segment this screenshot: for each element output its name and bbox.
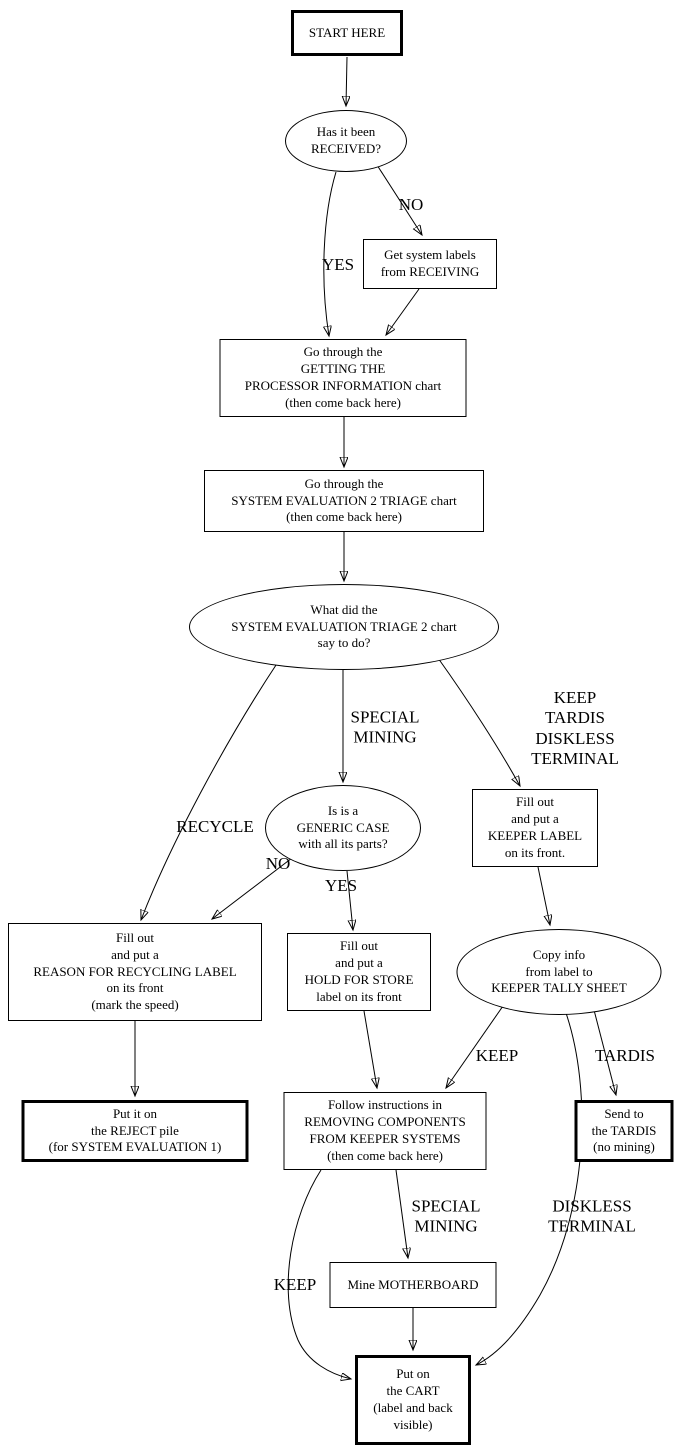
edge-label-special-mining-bottom: SPECIAL MINING xyxy=(411,1196,481,1236)
node-put-on-cart: Put on the CART (label and back visible) xyxy=(355,1355,471,1445)
node-keeper-label: Fill out and put a KEEPER LABEL on its f… xyxy=(472,789,598,867)
edge-received-to-processor-yes xyxy=(324,171,337,336)
edge-getlabels-to-processor xyxy=(386,288,420,335)
edge-label-recycle: RECYCLE xyxy=(176,816,254,836)
edge-keeper-to-tally xyxy=(537,866,550,925)
edge-label-keep-bottom: KEEP xyxy=(273,1274,317,1294)
node-send-to-tardis: Send to the TARDIS (no mining) xyxy=(574,1100,674,1162)
node-mine-motherboard: Mine MOTHERBOARD xyxy=(329,1262,497,1308)
node-generic-case-question: Is is a GENERIC CASE with all its parts? xyxy=(265,785,421,871)
edge-label-received-no: NO xyxy=(398,194,424,214)
edge-result-to-keeper xyxy=(437,657,520,786)
edge-tally-to-removing-keep xyxy=(446,1005,504,1088)
edge-label-tally-keep: KEEP xyxy=(475,1045,519,1065)
node-triage-result-question: What did the SYSTEM EVALUATION TRIAGE 2 … xyxy=(189,584,499,670)
node-system-evaluation-triage-chart: Go through the SYSTEM EVALUATION 2 TRIAG… xyxy=(204,470,484,532)
edge-label-received-yes: YES xyxy=(321,254,355,274)
node-start-here: START HERE xyxy=(291,10,403,56)
edge-generic-to-holdstore-yes xyxy=(346,870,353,930)
node-keeper-tally-sheet: Copy info from label to KEEPER TALLY SHE… xyxy=(456,929,662,1015)
edge-holdstore-to-removing xyxy=(363,1010,377,1088)
edge-removing-to-cart-keep xyxy=(287,1169,351,1379)
edge-label-diskless-terminal: DISKLESS TERMINAL xyxy=(548,1196,636,1236)
node-processor-information-chart: Go through the GETTING THE PROCESSOR INF… xyxy=(219,339,467,417)
edge-tally-to-tardis xyxy=(593,1009,616,1095)
edge-generic-to-recycling-no xyxy=(212,857,293,919)
edge-result-to-recycling xyxy=(141,661,279,920)
edge-label-generic-yes: YES xyxy=(324,875,358,895)
edge-label-tally-tardis: TARDIS xyxy=(594,1045,656,1065)
node-removing-components: Follow instructions in REMOVING COMPONEN… xyxy=(283,1092,487,1170)
edge-label-generic-no: NO xyxy=(265,853,291,873)
edge-received-to-getlabels-no xyxy=(376,164,422,235)
node-get-system-labels: Get system labels from RECEIVING xyxy=(363,239,497,289)
node-reject-pile: Put it on the REJECT pile (for SYSTEM EV… xyxy=(21,1100,249,1162)
edge-label-keep-tardis-diskless: KEEP TARDIS DISKLESS TERMINAL xyxy=(531,688,619,769)
edge-removing-to-mine xyxy=(395,1169,408,1258)
node-has-it-been-received: Has it been RECEIVED? xyxy=(285,110,407,172)
edge-tally-to-cart-diskless xyxy=(476,1012,583,1365)
edge-label-special-mining-top: SPECIAL MINING xyxy=(350,707,420,747)
edge-start-to-received xyxy=(346,56,347,106)
node-recycling-label: Fill out and put a REASON FOR RECYCLING … xyxy=(8,923,262,1021)
node-hold-for-store-label: Fill out and put a HOLD FOR STORE label … xyxy=(287,933,431,1011)
